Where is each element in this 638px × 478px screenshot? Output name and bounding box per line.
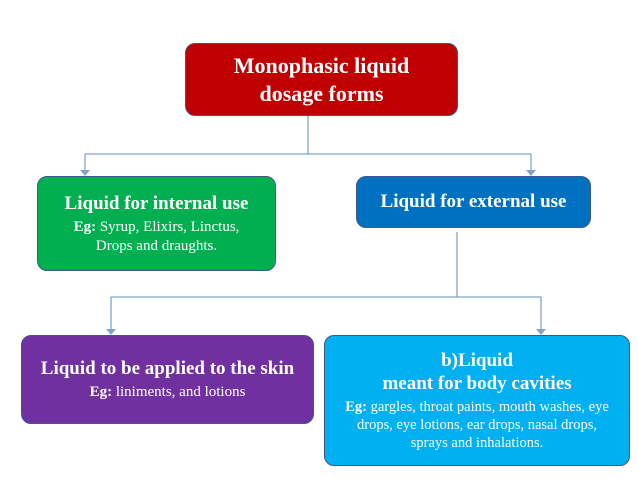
- body-cavities-eg-label: Eg:: [345, 399, 367, 415]
- skin-title: Liquid to be applied to the skin: [40, 358, 295, 379]
- body-cavities-title-line2: meant for body cavities: [382, 373, 572, 394]
- external-use-title: Liquid for external use: [380, 191, 567, 212]
- internal-use-title: Liquid for internal use: [64, 192, 249, 214]
- internal-use-examples: Eg: Syrup, Elixirs, Linctus, Drops and d…: [57, 218, 257, 256]
- skin-node: Liquid to be applied to the skin Eg: lin…: [21, 335, 314, 424]
- arrowhead-cavities: [536, 329, 546, 335]
- skin-examples: Eg: liniments, and lotions: [90, 383, 246, 402]
- body-cavities-eg-text: gargles, throat paints, mouth washes, ey…: [356, 399, 609, 451]
- internal-use-node: Liquid for internal use Eg: Syrup, Elixi…: [37, 176, 276, 271]
- arrowhead-skin: [106, 329, 116, 335]
- arrowhead-internal: [80, 170, 90, 176]
- skin-eg-text: liniments, and lotions: [112, 384, 246, 400]
- arrowhead-external: [526, 170, 536, 176]
- internal-use-eg-text: Syrup, Elixirs, Linctus, Drops and draug…: [95, 218, 240, 254]
- root-node-title: Monophasic liquid dosage forms: [233, 52, 410, 106]
- external-use-node: Liquid for external use: [356, 176, 591, 228]
- skin-eg-label: Eg:: [89, 384, 113, 400]
- internal-use-eg-label: Eg:: [73, 218, 97, 235]
- body-cavities-title-line1: b)Liquid: [441, 350, 513, 371]
- body-cavities-node: b)Liquid meant for body cavities Eg: gar…: [324, 335, 630, 466]
- body-cavities-examples: Eg: gargles, throat paints, mouth washes…: [342, 398, 612, 452]
- root-node: Monophasic liquid dosage forms: [185, 43, 458, 116]
